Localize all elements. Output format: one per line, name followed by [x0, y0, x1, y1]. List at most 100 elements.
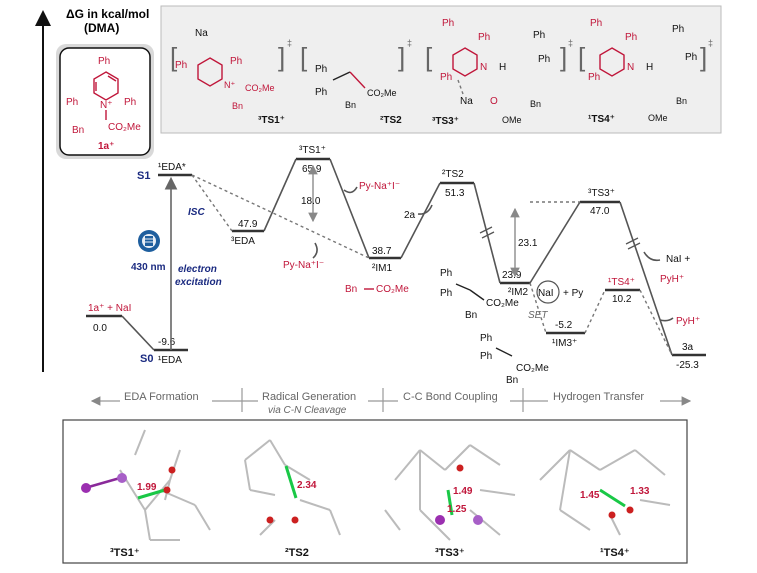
- geometry-label: ²TS2: [285, 547, 309, 559]
- svg-text:[: [: [425, 42, 433, 72]
- reaction-path: [121, 158, 673, 356]
- py-na-i-label: Py-Na⁺I⁻: [283, 260, 324, 271]
- ts-structures-panel: [160, 5, 722, 134]
- ts3-state-label: ³TS3⁺: [588, 188, 615, 199]
- ts3-label: ³TS3⁺: [432, 116, 459, 127]
- im1-label: ²IM1: [372, 263, 392, 274]
- distance-label: 1.49: [453, 486, 473, 497]
- im2-energy: 23.9: [502, 270, 522, 281]
- svg-text:]: ]: [278, 42, 285, 72]
- bn-label: Bn: [465, 310, 477, 321]
- stage-bar: [90, 388, 692, 412]
- ph-label: Ph: [230, 56, 242, 67]
- nai-circle: [536, 280, 560, 304]
- ts2-structure: [ ] ‡ Ph Ph CO₂Me Bn ²TS2: [300, 38, 412, 126]
- pyh-label: PyH⁺: [660, 274, 684, 285]
- isc-label: ISC: [188, 207, 205, 218]
- radical-fragment: Bn CO₂Me: [345, 284, 409, 295]
- ph-label: Ph: [480, 333, 492, 344]
- stage-title: EDA Formation: [124, 391, 199, 403]
- ddagger: ‡: [568, 38, 573, 48]
- svg-text:]: ]: [398, 42, 405, 72]
- wavelength-label: 430 nm: [131, 262, 166, 273]
- release-arrow: [343, 186, 358, 194]
- eda-star-label: ¹EDA*: [158, 162, 186, 173]
- barrier1-value: 18.0: [301, 196, 321, 207]
- ts4-label: ¹TS4⁺: [588, 114, 615, 125]
- ts1-label: ³TS1⁺: [258, 115, 285, 126]
- geometry-ts3: 1.49 1.25 ³TS3⁺: [384, 444, 516, 559]
- nai-label: NaI: [538, 288, 554, 299]
- geometry-ts2: 2.34 ²TS2: [244, 439, 341, 559]
- ester-label: CO₂Me: [516, 363, 549, 374]
- cation-intermediate: Ph Ph CO₂Me Bn: [480, 333, 549, 386]
- ester-label: CO₂Me: [108, 122, 141, 133]
- n-label: N⁺: [224, 80, 235, 90]
- axis-subtitle: (DMA): [84, 21, 119, 35]
- ph-label: Ph: [590, 18, 602, 29]
- ts3-energy: 47.0: [590, 206, 610, 217]
- bn-label: Bn: [72, 125, 84, 136]
- excitation-text-2: excitation: [175, 277, 222, 288]
- ph-label: Ph: [315, 87, 327, 98]
- py-label: + Py: [563, 288, 583, 299]
- ts2-energy: 51.3: [445, 188, 465, 199]
- release-arrow: [643, 251, 661, 262]
- ph-label: Ph: [98, 56, 110, 67]
- reactant-pair-label: 1a⁺ + NaI: [88, 303, 131, 314]
- product-energy: -25.3: [676, 360, 699, 371]
- distance-label: 1.45: [580, 490, 600, 501]
- ddagger: ‡: [287, 38, 292, 48]
- n-label: N: [627, 62, 634, 73]
- ts3-structure: [ ] ‡ Ph Ph Ph N H Ph Ph Na O Bn OMe ³TS…: [425, 18, 573, 127]
- svg-text:[: [: [300, 42, 308, 72]
- ts4-structure: [ ] ‡ Ph Ph Ph N H Ph Ph Bn OMe ¹TS4⁺: [578, 18, 713, 125]
- na-label: Na: [195, 28, 208, 39]
- ph-label: Ph: [440, 268, 452, 279]
- svg-text:]: ]: [700, 42, 707, 72]
- axis-title: ΔG in kcal/mol: [66, 7, 149, 21]
- im3-energy: -5.2: [555, 320, 573, 331]
- reactant-structure: Ph Ph Ph N⁺ Bn CO₂Me 1a⁺: [56, 44, 154, 159]
- eda-s0-energy: -9.6: [158, 337, 176, 348]
- geometry-ts1: 1.99 ³TS1⁺: [81, 429, 211, 559]
- ph-label: Ph: [588, 72, 600, 83]
- ester-label: CO₂Me: [367, 88, 397, 98]
- bn-label: Bn: [345, 284, 357, 295]
- ph-label: Ph: [625, 32, 637, 43]
- bn-label: Bn: [530, 99, 541, 109]
- h-label: H: [646, 62, 653, 73]
- ph-label: Ph: [315, 64, 327, 75]
- eda-s0-label: ¹EDA: [158, 355, 182, 366]
- ph-label: Ph: [442, 18, 454, 29]
- na-label: Na: [460, 96, 473, 107]
- s0-label: S0: [140, 353, 153, 365]
- ph-label: Ph: [685, 52, 697, 63]
- ts1-energy: 65.9: [302, 164, 322, 175]
- reactant-label: 1a⁺: [98, 141, 114, 152]
- s1-label: S1: [137, 170, 150, 182]
- radical-intermediate: Ph Ph CO₂Me Bn: [440, 268, 519, 321]
- ester-label: CO₂Me: [486, 298, 519, 309]
- product-label: 3a: [682, 342, 694, 353]
- ts1-structure: [ ] ‡ Na Ph Ph N⁺ CO₂Me Bn ³TS1⁺: [170, 28, 292, 126]
- reactant-energy: 0.0: [93, 323, 107, 334]
- im2-label: ²IM2: [508, 287, 528, 298]
- release-arrow: [312, 242, 318, 259]
- im1-energy: 38.7: [372, 246, 392, 257]
- ts4-state-label: ¹TS4⁺: [608, 277, 635, 288]
- svg-text:]: ]: [560, 42, 567, 72]
- light-bulb-icon: [138, 230, 160, 252]
- ph-label: Ph: [440, 72, 452, 83]
- eda3-energy: 47.9: [238, 219, 258, 230]
- ddagger: ‡: [708, 38, 713, 48]
- n-label: N: [480, 62, 487, 73]
- py-na-i-label: Py-Na⁺I⁻: [359, 181, 400, 192]
- bn-label: Bn: [345, 100, 356, 110]
- distance-label: 1.33: [630, 486, 650, 497]
- n-label: N⁺: [100, 100, 113, 111]
- ph-label: Ph: [175, 60, 187, 71]
- ph-label: Ph: [533, 30, 545, 41]
- ester-label: CO₂Me: [376, 284, 409, 295]
